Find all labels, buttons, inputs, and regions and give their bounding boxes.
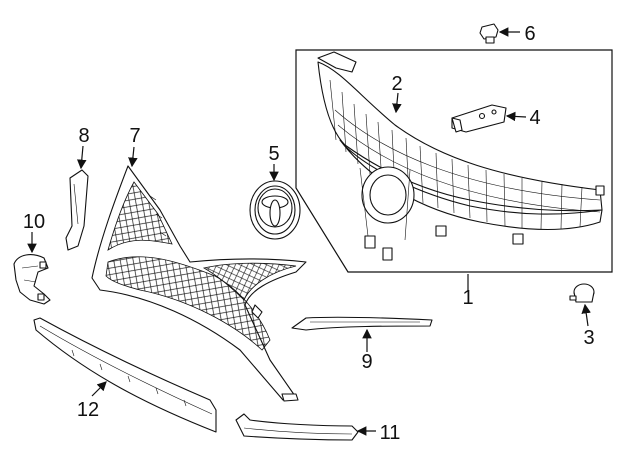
callout-7: 7 bbox=[129, 125, 140, 147]
upper-grille-box bbox=[295, 49, 613, 273]
lower-grille-part-7 bbox=[91, 165, 307, 402]
bolt-part-6 bbox=[479, 23, 499, 44]
callout-5: 5 bbox=[268, 143, 279, 165]
callout-4: 4 bbox=[529, 107, 540, 129]
molding-part-9 bbox=[291, 316, 433, 331]
callout-9: 9 bbox=[361, 351, 372, 373]
callout-12: 12 bbox=[77, 399, 99, 421]
callout-11: 11 bbox=[380, 422, 401, 444]
callout-8: 8 bbox=[78, 125, 89, 147]
callout-10: 10 bbox=[23, 211, 45, 233]
fastener-part-3 bbox=[569, 283, 595, 303]
lower-molding-part-11 bbox=[235, 413, 359, 441]
bracket-part-4 bbox=[451, 104, 507, 133]
upper-grille-assembly bbox=[317, 51, 605, 261]
emblem-part-5 bbox=[249, 180, 301, 240]
callout-1: 1 bbox=[462, 287, 473, 309]
callout-3: 3 bbox=[583, 327, 594, 349]
side-trim-part-8 bbox=[65, 169, 89, 251]
lower-spoiler-part-12 bbox=[33, 317, 217, 433]
corner-bracket-part-10 bbox=[13, 254, 51, 305]
callout-6: 6 bbox=[524, 23, 535, 45]
callout-2: 2 bbox=[391, 73, 402, 95]
leader-lines bbox=[27, 27, 591, 436]
